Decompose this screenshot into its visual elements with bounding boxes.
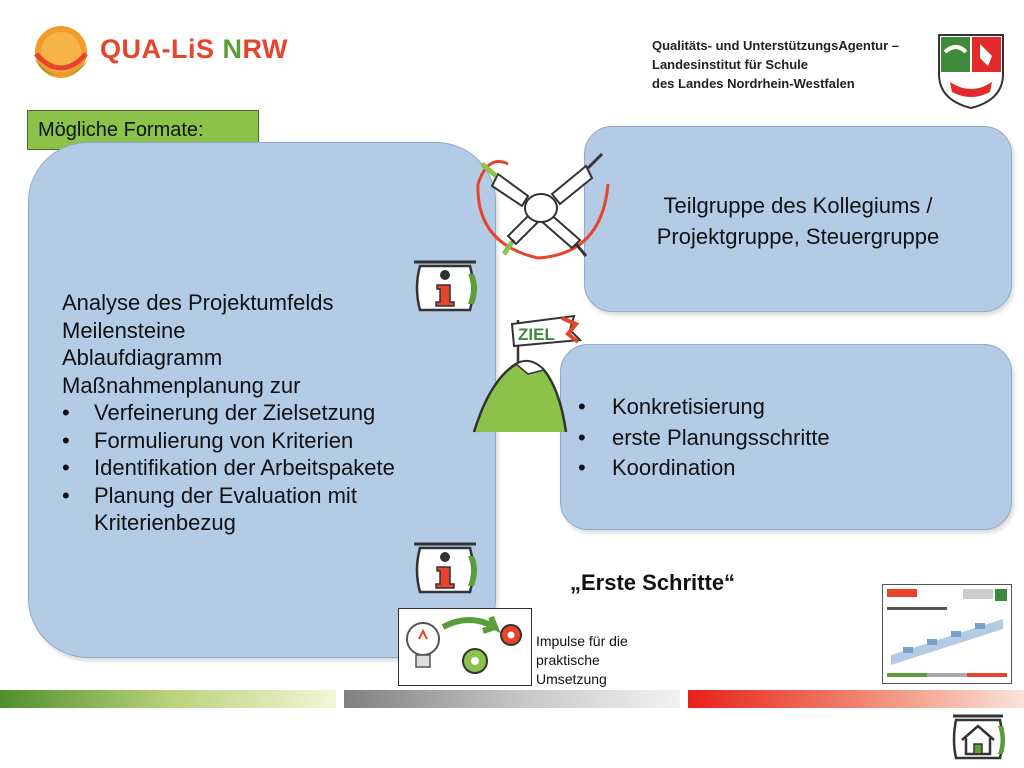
logo-text-qua: QUA- [100,34,171,64]
footer-bar-red [688,690,1024,708]
impulse-line-3: Umsetzung [536,671,607,687]
planning-bullet-item: Verfeinerung der Zielsetzung [62,399,482,427]
agency-name: Qualitäts- und UnterstützungsAgentur – L… [652,36,899,93]
nrw-crest-icon [936,32,1006,110]
hands-together-icon [468,144,614,264]
logo-text-rw: RW [242,34,289,64]
logo-text-n: N [222,34,243,64]
footer-bar-gray [344,690,680,708]
planning-line-milestones: Meilensteine [62,317,186,343]
planning-bullet-item: Identifikation der Arbeitspakete [62,454,482,482]
qualis-logo [28,24,268,88]
first-steps-title: „Erste Schritte“ [570,570,736,595]
subgroup-line-1: Teilgruppe des Kollegiums / [663,193,933,218]
logo-text-lis: LiS [171,34,215,64]
planning-line-analysis: Analyse des Projektumfelds [62,290,334,315]
concretization-item: erste Planungsschritte [578,423,998,454]
footer-bar-green [0,690,336,708]
qualis-logo-icon [34,26,90,78]
subgroup-panel [584,126,1012,312]
project-planning-text: Analyse des Projektumfelds Meilensteine … [62,289,482,537]
qualis-logo-text: QUA-LiS NRW [100,34,288,65]
concretization-list: Konkretisierung erste Planungsschritte K… [578,392,998,484]
impulse-line-2: praktische [536,652,600,668]
planning-bullet-item: Formulierung von Kriterien [62,427,482,455]
lightbulb-gears-icon [398,608,532,686]
logo-text-space [215,34,223,64]
planning-bullet-list: Verfeinerung der Zielsetzung Formulierun… [62,399,482,537]
document-thumbnail[interactable] [882,584,1012,684]
impulse-line-1: Impulse für die [536,633,628,649]
info-icon [410,540,480,596]
subgroup-line-2: Projektgruppe, Steuergruppe [656,224,940,249]
info-icon [410,258,480,314]
goal-sign-text: ZIEL [518,325,555,344]
agency-line-3: des Landes Nordrhein-Westfalen [652,76,855,91]
planning-bullet-item: Planung der Evaluation mit Kriterienbezu… [62,482,482,537]
agency-line-1: Qualitäts- und UnterstützungsAgentur – [652,38,899,53]
concretization-item: Koordination [578,453,998,484]
subgroup-text: Teilgruppe des Kollegiums / Projektgrupp… [600,190,996,252]
concretization-item: Konkretisierung [578,392,998,423]
planning-line-flowchart: Ablaufdiagramm [62,345,223,370]
home-icon[interactable] [950,712,1006,762]
home-button[interactable] [950,712,1006,762]
goal-mountain-icon: ZIEL [470,300,590,434]
planning-line-measures: Maßnahmenplanung zur [62,372,301,398]
impulse-text: Impulse für die praktische Umsetzung [536,632,646,689]
agency-line-2: Landesinstitut für Schule [652,57,809,72]
